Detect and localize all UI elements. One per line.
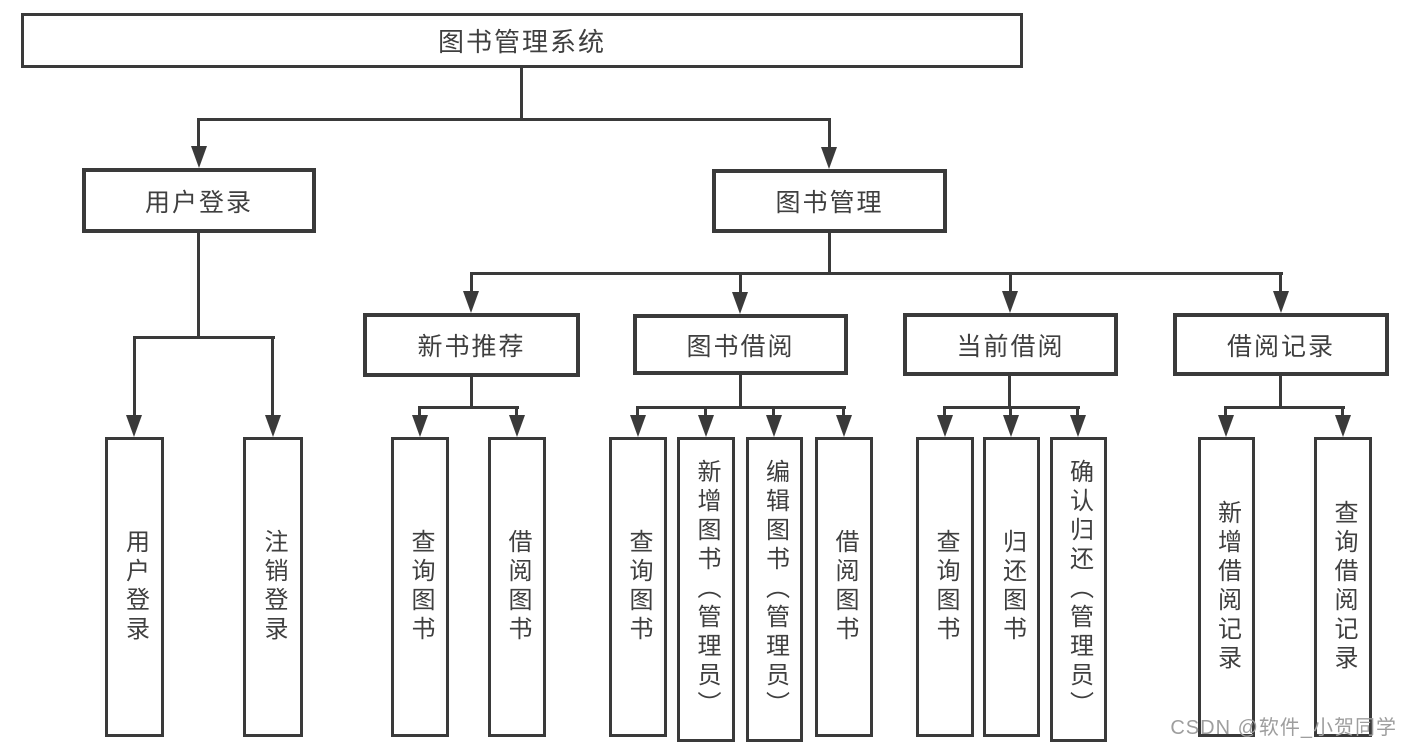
leaf-query-books-borrow-label: 查询图书 xyxy=(625,529,652,645)
connector-line xyxy=(842,406,845,417)
arrowhead-down-icon xyxy=(1070,415,1086,437)
arrowhead-down-icon xyxy=(509,415,525,437)
connector-line xyxy=(828,118,831,151)
connector-line xyxy=(271,336,274,417)
arrowhead-down-icon xyxy=(732,292,748,314)
leaf-add-books-admin: 新增图书（管理员） xyxy=(677,437,735,742)
connector-line xyxy=(197,233,200,339)
connector-line xyxy=(133,336,275,339)
arrowhead-down-icon xyxy=(1218,415,1234,437)
connector-line xyxy=(1279,376,1282,409)
arrowhead-down-icon xyxy=(126,415,142,437)
arrowhead-down-icon xyxy=(412,415,428,437)
arrowhead-down-icon xyxy=(836,415,852,437)
connector-line xyxy=(1341,406,1344,417)
arrowhead-down-icon xyxy=(1002,291,1018,313)
connector-line xyxy=(1009,272,1012,294)
connector-line xyxy=(470,272,1283,275)
node-current-borrow-label: 当前借阅 xyxy=(956,332,1065,361)
connector-line xyxy=(1008,376,1011,409)
connector-line xyxy=(772,406,775,417)
connector-line xyxy=(1224,406,1345,409)
node-borrow-records-label: 借阅记录 xyxy=(1226,332,1335,361)
connector-line xyxy=(197,118,831,121)
leaf-confirm-return-admin-label: 确认归还（管理员） xyxy=(1065,459,1093,720)
node-current-borrow: 当前借阅 xyxy=(903,313,1118,376)
arrowhead-down-icon xyxy=(821,147,837,169)
arrowhead-down-icon xyxy=(463,291,479,313)
connector-line xyxy=(520,68,523,120)
connector-line xyxy=(1076,406,1079,417)
leaf-edit-books-admin-label: 编辑图书（管理员） xyxy=(761,459,789,720)
node-user-login-label: 用户登录 xyxy=(144,188,253,217)
connector-line xyxy=(704,406,707,417)
arrowhead-down-icon xyxy=(1003,415,1019,437)
arrowhead-down-icon xyxy=(1273,291,1289,313)
leaf-return-books: 归还图书 xyxy=(983,437,1040,737)
connector-line xyxy=(1279,272,1282,294)
connector-line xyxy=(470,272,473,294)
node-book-borrow-label: 图书借阅 xyxy=(686,332,795,361)
leaf-query-borrow-record: 查询借阅记录 xyxy=(1314,437,1372,737)
watermark: CSDN @软件_小贺同学 xyxy=(1170,717,1397,739)
connector-line xyxy=(739,375,742,409)
leaf-borrow-books: 借阅图书 xyxy=(815,437,873,737)
arrowhead-down-icon xyxy=(1335,415,1351,437)
node-book-management-label: 图书管理 xyxy=(775,189,884,217)
connector-line xyxy=(636,406,639,417)
connector-line xyxy=(1009,406,1012,417)
leaf-return-books-label: 归还图书 xyxy=(998,529,1026,645)
leaf-query-books-borrow: 查询图书 xyxy=(609,437,667,737)
leaf-query-borrow-record-label: 查询借阅记录 xyxy=(1330,500,1357,674)
arrowhead-down-icon xyxy=(630,415,646,437)
connector-line xyxy=(739,272,742,295)
leaf-query-books-current-label: 查询图书 xyxy=(932,529,959,645)
connector-line xyxy=(470,377,473,409)
leaf-edit-books-admin: 编辑图书（管理员） xyxy=(746,437,803,742)
connector-line xyxy=(418,406,421,417)
arrowhead-down-icon xyxy=(937,415,953,437)
node-user-login: 用户登录 xyxy=(82,168,316,233)
leaf-add-books-admin-label: 新增图书（管理员） xyxy=(693,459,720,720)
leaf-logout-label: 注销登录 xyxy=(260,529,287,645)
connector-line xyxy=(133,336,136,417)
node-book-management: 图书管理 xyxy=(712,169,947,233)
node-new-book-recommend-label: 新书推荐 xyxy=(417,333,526,361)
arrowhead-down-icon xyxy=(265,415,281,437)
connector-line xyxy=(636,406,846,409)
node-root: 图书管理系统 xyxy=(21,13,1023,68)
leaf-query-books-recommend: 查询图书 xyxy=(391,437,449,737)
node-book-borrow: 图书借阅 xyxy=(633,314,848,375)
connector-line xyxy=(943,406,946,417)
node-root-label: 图书管理系统 xyxy=(437,27,606,57)
leaf-borrow-books-recommend-label: 借阅图书 xyxy=(504,529,531,645)
leaf-add-borrow-record: 新增借阅记录 xyxy=(1198,437,1255,737)
leaf-borrow-books-label: 借阅图书 xyxy=(831,529,858,645)
arrowhead-down-icon xyxy=(766,415,782,437)
leaf-user-login-label: 用户登录 xyxy=(121,529,149,645)
arrowhead-down-icon xyxy=(191,146,207,168)
leaf-add-borrow-record-label: 新增借阅记录 xyxy=(1213,500,1241,674)
connector-line xyxy=(418,406,519,409)
leaf-borrow-books-recommend: 借阅图书 xyxy=(488,437,546,737)
leaf-query-books-current: 查询图书 xyxy=(916,437,974,737)
leaf-query-books-recommend-label: 查询图书 xyxy=(407,529,434,645)
connector-line xyxy=(515,406,518,417)
node-new-book-recommend: 新书推荐 xyxy=(363,313,580,377)
connector-line xyxy=(197,118,200,150)
connector-line xyxy=(1224,406,1227,417)
leaf-logout: 注销登录 xyxy=(243,437,303,737)
leaf-confirm-return-admin: 确认归还（管理员） xyxy=(1050,437,1107,742)
connector-line xyxy=(828,233,831,275)
arrowhead-down-icon xyxy=(698,415,714,437)
leaf-user-login: 用户登录 xyxy=(105,437,164,737)
node-borrow-records: 借阅记录 xyxy=(1173,313,1389,376)
